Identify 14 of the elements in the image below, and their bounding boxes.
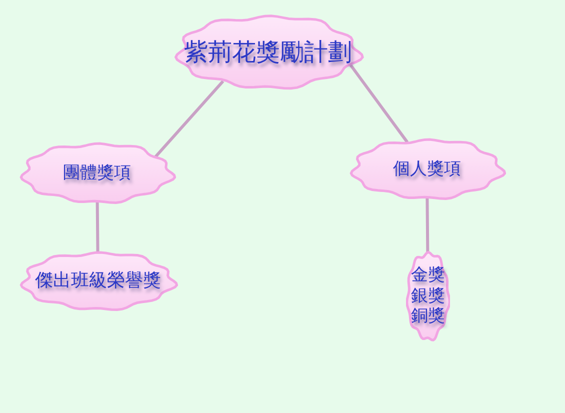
connector-line [96, 200, 100, 254]
connector-line [154, 80, 224, 158]
node-label: 金獎 [411, 265, 445, 286]
cloud-shape [172, 14, 364, 90]
cloud-shape [348, 138, 506, 200]
cloud-shape [18, 251, 178, 311]
cloud-shape [18, 142, 176, 204]
node-label: 銅獎 [411, 306, 445, 327]
cloud-shape [406, 250, 450, 342]
node-label: 團體獎項 [63, 162, 131, 184]
node-label: 個人獎項 [393, 158, 461, 180]
node-label: 傑出班級榮譽獎 [35, 270, 161, 292]
node-label: 銀獎 [411, 286, 445, 306]
title-label: 紫荊花獎勵計劃 [184, 38, 352, 66]
